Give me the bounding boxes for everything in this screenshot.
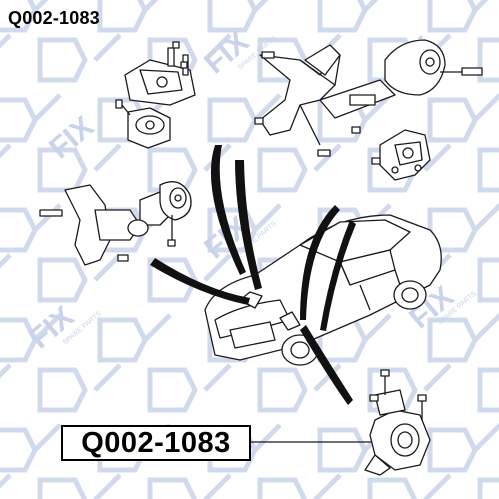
car-drawing — [204, 214, 442, 366]
pointer-sweeps — [150, 145, 356, 405]
part-callout-label: Q002-1083 — [81, 426, 231, 459]
engine-mount-middle-right-drawing — [371, 129, 431, 181]
engine-mount-top-left-drawing — [115, 41, 196, 149]
part-callout-box: Q002-1083 — [61, 425, 251, 461]
engine-mount-bottom-right-drawing — [364, 369, 431, 476]
page-title: Q002-1083 — [8, 8, 100, 28]
engine-mount-middle-left-drawing — [39, 181, 192, 266]
engine-mount-top-right-drawing — [254, 39, 483, 157]
